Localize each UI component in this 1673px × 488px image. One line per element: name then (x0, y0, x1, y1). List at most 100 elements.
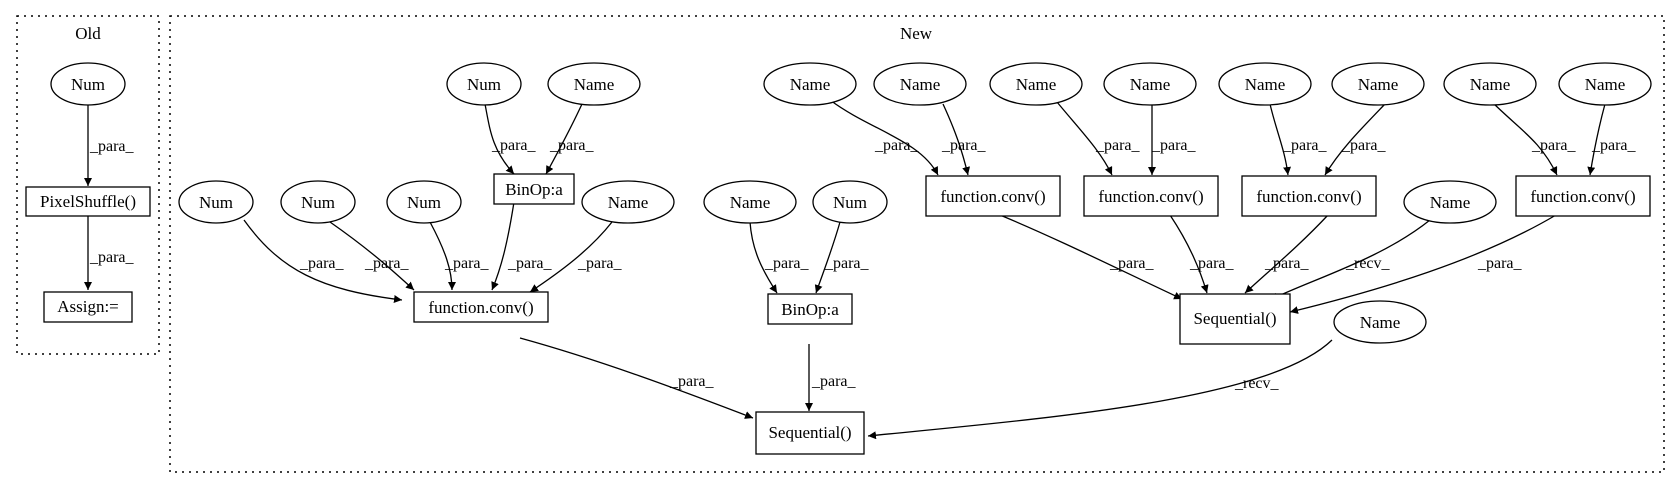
edge-name10-to-conv-d (1489, 99, 1558, 176)
label-old-1: _para_ (89, 138, 135, 155)
node-name1-label: Name (574, 75, 615, 94)
label-conv-a-2: _para_ (941, 137, 987, 154)
cluster-new: New (169, 15, 1665, 473)
label-conv-d-2: _para_ (1591, 137, 1637, 154)
label-seq-right-3: _para_ (1264, 255, 1310, 272)
label-conv-left-3: _para_ (444, 255, 490, 272)
label-conv-b-2: _para_ (1151, 137, 1197, 154)
edge-num3-to-conv-left (329, 221, 415, 291)
cluster-old: Old (16, 15, 160, 355)
edge-num5-to-binop2 (814, 221, 841, 294)
edge-num1-to-binop1 (484, 103, 515, 175)
node-old-num: Num (50, 62, 126, 106)
edge-name3-to-binop2 (749, 221, 778, 294)
edge-name6-to-conv-b (1056, 101, 1113, 176)
node-binop1-label: BinOp:a (505, 180, 563, 199)
edges (84, 99, 1606, 440)
edge-name2-to-conv-left (529, 221, 613, 293)
label-binop1-b: _para_ (549, 137, 595, 154)
label-seq-bottom-2: _para_ (811, 373, 857, 390)
label-binop2-a: _para_ (764, 255, 810, 272)
edge-name1-to-binop1 (545, 103, 583, 175)
node-conv-left: function.conv() (413, 291, 549, 323)
edge-binop1-to-conv-left (491, 201, 515, 291)
node-conv-b: function.conv() (1083, 175, 1219, 217)
node-name3-label: Name (730, 193, 771, 212)
node-name8: Name (1218, 62, 1312, 106)
edge-labels: _para_ _para_ _para_ _para_ _para_ _para… (89, 137, 1637, 392)
label-binop2-b: _para_ (824, 255, 870, 272)
edge-name4-to-conv-a (829, 99, 939, 176)
label-conv-left-1: _para_ (299, 255, 345, 272)
label-conv-d-1: _para_ (1531, 137, 1577, 154)
node-name4-label: Name (790, 75, 831, 94)
edge-name13-to-seq-bottom (867, 339, 1333, 440)
node-name2-label: Name (608, 193, 649, 212)
edge-conv-c-to-seq-right (1244, 214, 1329, 294)
label-conv-left-2: _para_ (364, 255, 410, 272)
edge-num4-to-conv-left (429, 221, 456, 291)
node-binop2: BinOp:a (767, 293, 853, 325)
node-num1-label: Num (467, 75, 501, 94)
node-name4: Name (763, 62, 857, 106)
node-conv-a: function.conv() (925, 175, 1061, 217)
nodes: Num PixelShuffle() Assign:= Num Name Num… (25, 62, 1652, 455)
node-name5-label: Name (900, 75, 941, 94)
node-old-assign: Assign:= (43, 291, 133, 323)
node-name2: Name (581, 180, 675, 224)
node-name6-label: Name (1016, 75, 1057, 94)
label-conv-b-1: _para_ (1095, 137, 1141, 154)
node-binop2-label: BinOp:a (781, 300, 839, 319)
label-seq-right-2: _para_ (1189, 255, 1235, 272)
edge-conv-left-to-seq-bottom (519, 337, 754, 419)
node-name13-label: Name (1360, 313, 1401, 332)
node-num1: Num (446, 62, 522, 106)
edge-name8-to-conv-c (1269, 103, 1292, 176)
node-num4-label: Num (407, 193, 441, 212)
node-name3: Name (703, 180, 797, 224)
node-binop1: BinOp:a (493, 173, 575, 205)
node-conv-d: function.conv() (1515, 175, 1651, 217)
node-name12: Name (1403, 180, 1497, 224)
node-name11: Name (1558, 62, 1652, 106)
label-conv-c-2: _para_ (1341, 137, 1387, 154)
node-name8-label: Name (1245, 75, 1286, 94)
edge-name11-to-conv-d (1587, 103, 1606, 176)
node-conv-c: function.conv() (1241, 175, 1377, 217)
label-binop1-a: _para_ (491, 137, 537, 154)
label-conv-a-1: _para_ (874, 137, 920, 154)
node-name6: Name (989, 62, 1083, 106)
node-old-num-label: Num (71, 75, 105, 94)
node-old-pixelshuffle: PixelShuffle() (25, 186, 151, 217)
label-seq-right-1: _para_ (1109, 255, 1155, 272)
edge-conv-b-to-seq-right (1169, 214, 1209, 294)
node-num2: Num (178, 180, 254, 224)
node-name10-label: Name (1470, 75, 1511, 94)
node-name7: Name (1103, 62, 1197, 106)
cluster-new-label: New (900, 24, 933, 43)
label-conv-left-4: _para_ (507, 255, 553, 272)
node-name1: Name (547, 62, 641, 106)
node-conv-a-label: function.conv() (940, 187, 1045, 206)
edge-conv-a-to-seq-right (999, 214, 1183, 300)
label-seq-right-5: _para_ (1477, 255, 1523, 272)
edge-name9-to-conv-c (1324, 103, 1386, 176)
node-seq-bottom: Sequential() (755, 411, 865, 455)
node-old-assign-label: Assign:= (57, 297, 119, 316)
label-seq-right-recv: _recv_ (1345, 255, 1391, 272)
node-num5: Num (812, 180, 888, 224)
node-name7-label: Name (1130, 75, 1171, 94)
label-old-2: _para_ (89, 249, 135, 266)
cluster-old-label: Old (75, 24, 101, 43)
node-seq-right: Sequential() (1179, 293, 1291, 345)
node-num3: Num (280, 180, 356, 224)
node-seq-right-label: Sequential() (1193, 309, 1276, 328)
node-conv-d-label: function.conv() (1530, 187, 1635, 206)
node-name10: Name (1443, 62, 1537, 106)
node-conv-left-label: function.conv() (428, 298, 533, 317)
label-seq-bottom-recv: _recv_ (1234, 375, 1280, 392)
node-num2-label: Num (199, 193, 233, 212)
node-num5-label: Num (833, 193, 867, 212)
node-num3-label: Num (301, 193, 335, 212)
